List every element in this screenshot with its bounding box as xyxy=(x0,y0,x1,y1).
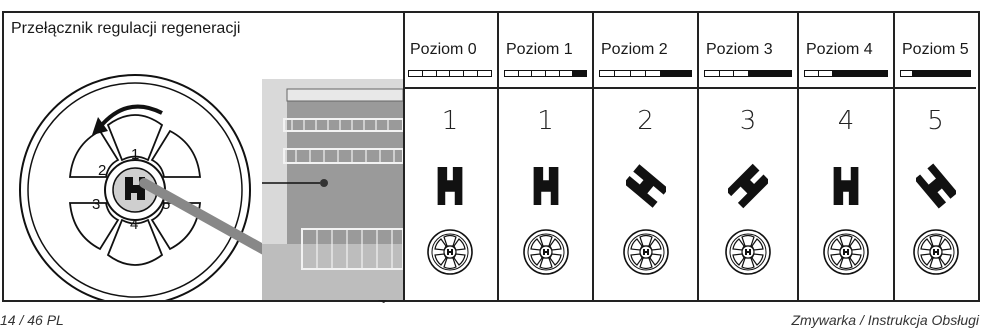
hardness-bar-segment xyxy=(831,71,846,76)
hardness-bar-segment xyxy=(733,71,748,76)
dial-wheel-icon xyxy=(426,228,474,276)
hardness-bar-segment xyxy=(449,71,463,76)
dial-icon: 1 2 3 4 5 xyxy=(19,74,251,300)
hardness-bar-segment xyxy=(545,71,559,76)
level-column: Poziom 4 4 xyxy=(799,13,895,300)
hardness-bar-segment xyxy=(531,71,545,76)
hardness-bar-segment xyxy=(409,71,422,76)
dial-wheel-icon xyxy=(622,228,670,276)
level-label: Poziom 1 xyxy=(506,41,573,58)
level-header: Poziom 5 xyxy=(895,13,976,89)
hardness-bar xyxy=(900,70,971,77)
hardness-bar-segment xyxy=(505,71,518,76)
dial-number-4: 4 xyxy=(130,216,138,233)
hardness-bar-segment xyxy=(845,71,860,76)
hardness-bar-segment xyxy=(644,71,660,76)
illustration-frame: Przełącznik regulacji regeneracji 1 2 3 xyxy=(2,11,980,303)
level-column: Poziom 3 3 xyxy=(699,13,799,300)
dishwasher-icon xyxy=(262,79,403,300)
level-label: Poziom 4 xyxy=(806,41,873,58)
hook-rotated-icon xyxy=(913,161,958,211)
hardness-bar xyxy=(599,70,692,77)
hook-upright-icon xyxy=(526,161,566,211)
hardness-bar-segment xyxy=(705,71,719,76)
dial-wheel-icon xyxy=(522,228,570,276)
dial-wheel-icon xyxy=(912,228,960,276)
dial-wheel-icon xyxy=(724,228,772,276)
hardness-bar-segment xyxy=(805,71,818,76)
dial-number-1: 1 xyxy=(131,146,139,163)
level-column: Poziom 1 1 xyxy=(499,13,594,300)
hardness-bar-segment xyxy=(421,71,436,76)
hook-inverted-icon xyxy=(826,161,866,211)
dial-position-number: 4 xyxy=(837,106,855,136)
hardness-bar-segment xyxy=(946,71,959,76)
regeneration-switch-panel: Przełącznik regulacji regeneracji 1 2 3 xyxy=(4,13,405,303)
hardness-bar-segment xyxy=(911,71,924,76)
hardness-bar-segment xyxy=(859,71,874,76)
hardness-bar-segment xyxy=(718,71,734,76)
dial-number-3: 3 xyxy=(92,196,100,213)
level-header: Poziom 2 xyxy=(594,13,697,89)
hardness-bar-segment xyxy=(901,71,912,76)
hardness-bar xyxy=(504,70,587,77)
page-number: 14 / 46 PL xyxy=(0,312,64,328)
hardness-bar-segment xyxy=(660,71,676,76)
hardness-bar-segment xyxy=(747,71,762,76)
level-header: Poziom 0 xyxy=(403,13,497,89)
hardness-bar xyxy=(704,70,792,77)
level-label: Poziom 2 xyxy=(601,41,668,58)
hardness-bar-segment xyxy=(463,71,477,76)
level-column: Poziom 5 5 xyxy=(895,13,976,300)
hardness-bar-segment xyxy=(762,71,777,76)
manual-title: Zmywarka / Instrukcja Obsługi xyxy=(791,312,980,328)
dial-position-number: 1 xyxy=(441,106,459,136)
hook-tilted-icon xyxy=(622,161,669,211)
hardness-bar xyxy=(408,70,492,77)
hook-diagonal-icon xyxy=(725,161,771,211)
hardness-bar-segment xyxy=(675,71,691,76)
level-column: Poziom 2 2 xyxy=(594,13,699,300)
hardness-bar-segment xyxy=(572,71,587,76)
level-label: Poziom 3 xyxy=(706,41,773,58)
level-header: Poziom 1 xyxy=(499,13,592,89)
hardness-bar-segment xyxy=(600,71,614,76)
level-header: Poziom 3 xyxy=(699,13,797,89)
level-header: Poziom 4 xyxy=(799,13,893,89)
hardness-bar-segment xyxy=(958,71,971,76)
hardness-bar-segment xyxy=(776,71,791,76)
dial-position-number: 1 xyxy=(537,106,554,136)
hardness-bar-segment xyxy=(873,71,887,76)
hardness-bar-segment xyxy=(935,71,947,76)
dial-wheel-icon xyxy=(822,228,870,276)
hardness-bar-segment xyxy=(614,71,629,76)
level-label: Poziom 0 xyxy=(410,41,477,58)
hardness-bar-segment xyxy=(517,71,532,76)
dial-position-number: 5 xyxy=(927,106,944,136)
dial-number-5: 5 xyxy=(162,196,170,213)
hardness-bar xyxy=(804,70,888,77)
hook-upright-icon xyxy=(430,161,470,211)
dial-number-2: 2 xyxy=(98,162,106,179)
hardness-bar-segment xyxy=(558,71,573,76)
hardness-bar-segment xyxy=(477,71,491,76)
hardness-bar-segment xyxy=(435,71,450,76)
hardness-bar-segment xyxy=(923,71,936,76)
level-label: Poziom 5 xyxy=(902,41,969,58)
panel-title: Przełącznik regulacji regeneracji xyxy=(11,20,241,37)
dial-position-number: 3 xyxy=(739,106,757,136)
hardness-bar-segment xyxy=(629,71,645,76)
level-column: Poziom 0 1 xyxy=(403,13,499,300)
dial-position-number: 2 xyxy=(637,106,654,136)
hardness-bar-segment xyxy=(817,71,832,76)
